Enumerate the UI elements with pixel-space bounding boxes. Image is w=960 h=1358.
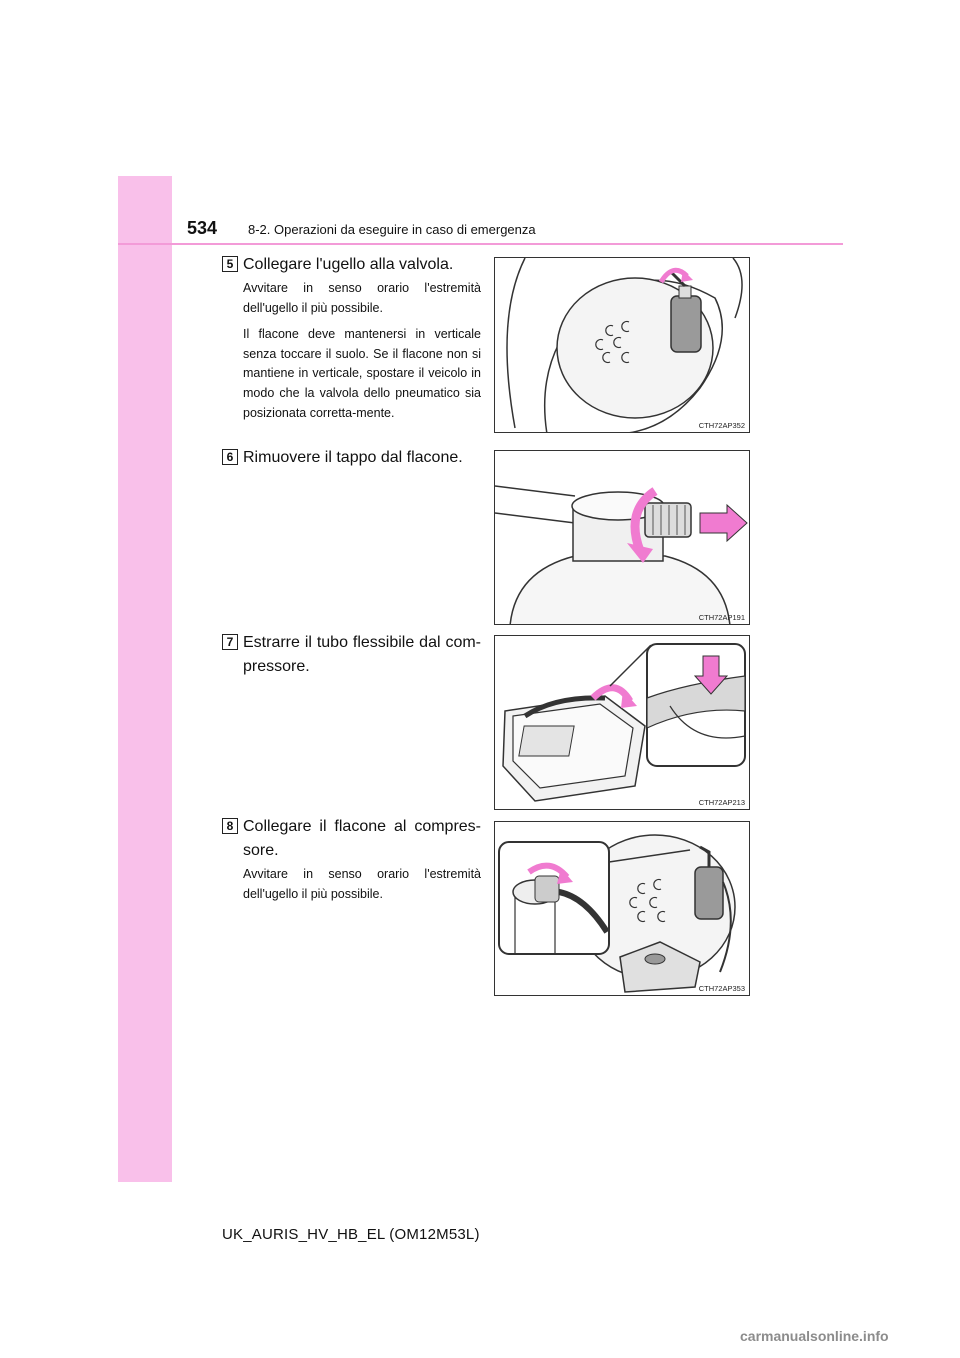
page-number: 534: [187, 218, 218, 238]
step-6-title: Rimuovere il tappo dal flacone.: [243, 449, 463, 466]
side-tab-bar: [118, 176, 172, 1182]
step-5-title: Collegare l'ugello alla valvola.: [243, 256, 454, 273]
step-8-paragraph: Avvitare in senso orario l'estremità del…: [243, 867, 481, 901]
figure-nozzle-valve: CTH72AP352: [494, 257, 750, 433]
step-8-title: Collegare il flacone al compres-sore.: [243, 818, 481, 859]
step-number-6: 6: [222, 449, 238, 465]
extract-hose-illustration: [502, 643, 746, 802]
nozzle-valve-illustration: [506, 258, 743, 432]
watermark: carmanualsonline.info: [740, 1328, 889, 1344]
model-code-footer: UK_AURIS_HV_HB_EL (OM12M53L): [222, 1226, 480, 1243]
figure-extract-hose: CTH72AP213: [494, 635, 750, 810]
section-title: 8-2. Operazioni da eseguire in caso di e…: [248, 222, 536, 237]
connect-compressor-illustration: [498, 834, 736, 993]
step-number-5: 5: [222, 256, 238, 272]
step-5-paragraph: Avvitare in senso orario l'estremità del…: [243, 281, 481, 315]
step-8-body: Avvitare in senso orario l'estremità del…: [243, 865, 481, 911]
remove-cap-illustration: [495, 485, 748, 624]
figure-code: CTH72AP213: [698, 798, 745, 807]
figure-code: CTH72AP191: [698, 613, 745, 622]
step-5-paragraph: Il flacone deve mantenersi in verticale …: [243, 327, 481, 420]
step-number-7: 7: [222, 634, 238, 650]
figure-code: CTH72AP353: [698, 984, 745, 993]
figure-code: CTH72AP352: [698, 421, 745, 430]
header-rule: [118, 243, 843, 245]
figure-remove-cap: CTH72AP191: [494, 450, 750, 625]
figure-connect-compressor: CTH72AP353: [494, 821, 750, 996]
step-7-title: Estrarre il tubo flessibile dal com-pres…: [243, 634, 481, 675]
step-5-body: Avvitare in senso orario l'estremità del…: [243, 279, 481, 430]
step-number-8: 8: [222, 818, 238, 834]
